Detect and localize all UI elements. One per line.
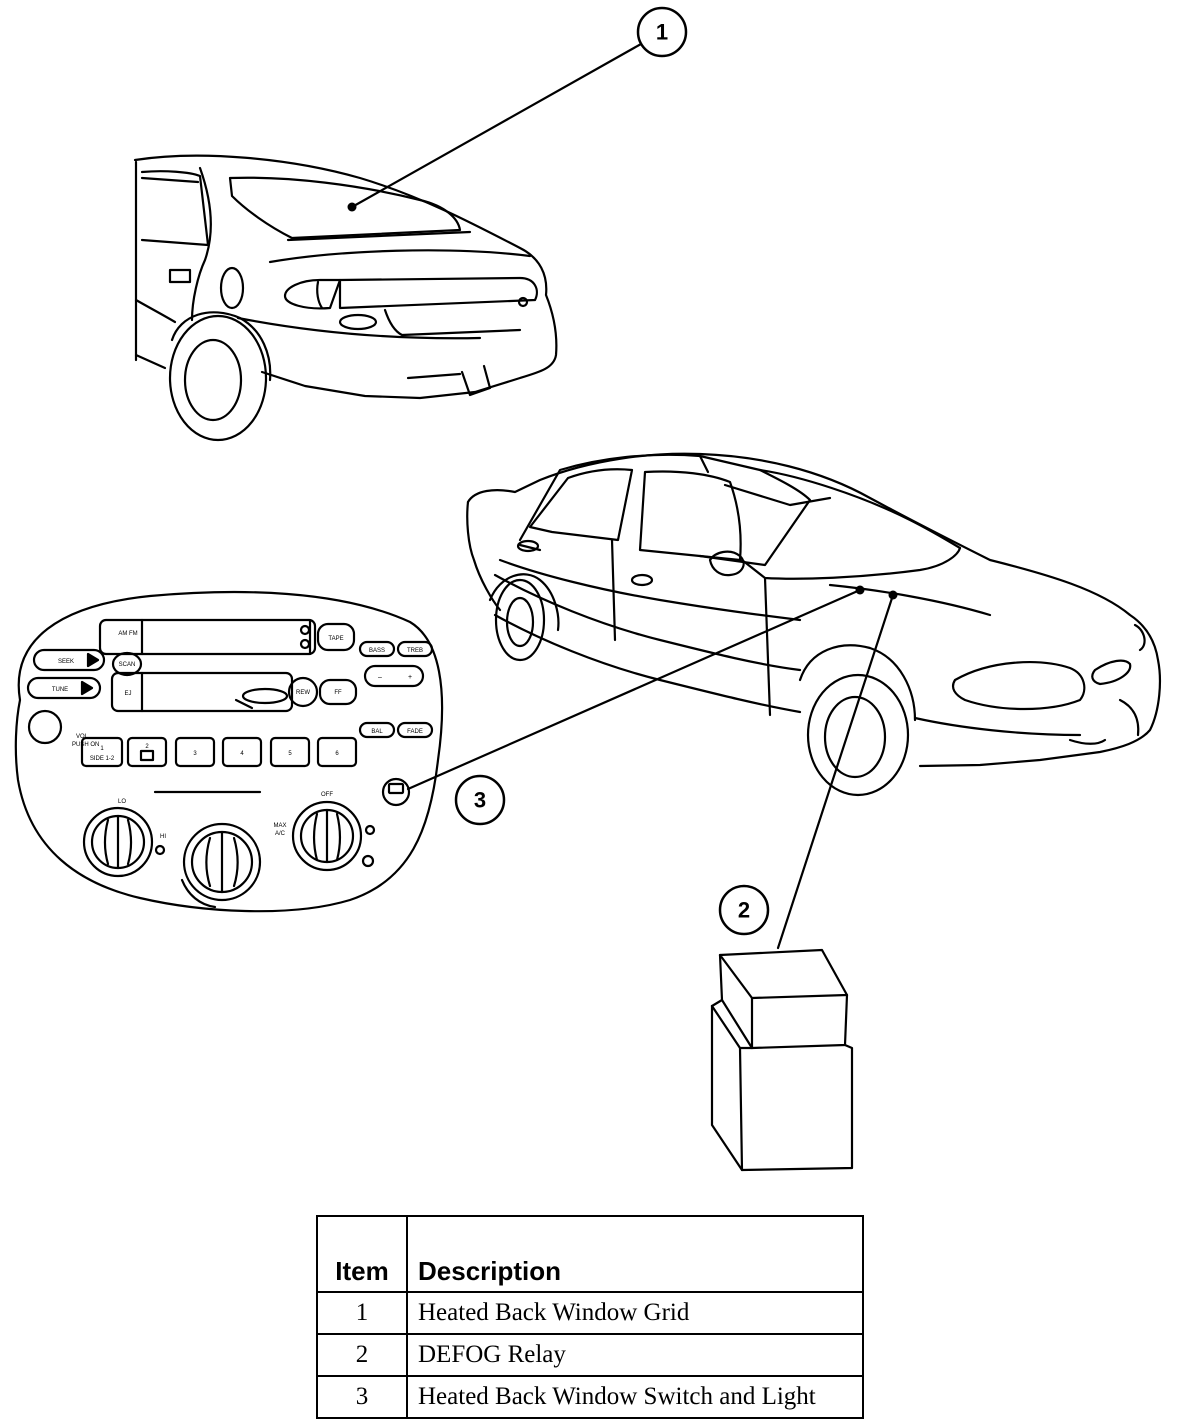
legend-item-description: DEFOG Relay <box>406 1333 864 1377</box>
leader-line-1 <box>350 42 643 209</box>
bass-label: BASS <box>369 648 385 654</box>
push-on-label: PUSH ON <box>72 742 99 748</box>
radio-and-climate-panel <box>14 590 444 913</box>
defog-relay-illustration <box>710 948 854 1172</box>
tape-label: TAPE <box>328 636 343 642</box>
leader-dot-3 <box>855 585 865 595</box>
side-label: SIDE 1-2 <box>90 756 115 762</box>
preset-5-label: 5 <box>288 751 292 757</box>
ac-label: A/C <box>275 831 286 837</box>
legend-item-number: 3 <box>316 1375 408 1419</box>
legend-item-description: Heated Back Window Switch and Light <box>406 1375 864 1419</box>
seek-label: SEEK <box>58 659 74 665</box>
preset-2-label: 2 <box>145 744 149 750</box>
preset-6-label: 6 <box>335 751 339 757</box>
preset-1-label: 1 <box>100 746 104 752</box>
legend-item-description: Heated Back Window Grid <box>406 1291 864 1335</box>
sedan-illustration <box>466 452 1162 797</box>
table-row: 2 DEFOG Relay <box>316 1333 864 1377</box>
am-fm-label: AM FM <box>118 631 137 637</box>
legend-header-row: Item Description <box>316 1215 864 1293</box>
preset-3-label: 3 <box>193 751 197 757</box>
callout-number-2: 2 <box>738 898 750 923</box>
callout-circle-3 <box>454 774 506 826</box>
rear-car-illustration <box>133 154 558 442</box>
callout-circle-2 <box>718 884 770 936</box>
bal-label: BAL <box>371 729 383 735</box>
fan-hi-label: HI <box>160 834 166 840</box>
callout-number-3: 3 <box>474 788 486 813</box>
tune-label: TUNE <box>52 687 68 693</box>
mode-off-label: OFF <box>321 792 333 798</box>
table-row: 1 Heated Back Window Grid <box>316 1291 864 1335</box>
fade-label: FADE <box>407 729 423 735</box>
leader-dot-2 <box>888 590 898 600</box>
eject-label: EJ <box>124 691 131 697</box>
fan-lo-label: LO <box>118 799 126 805</box>
callout-circle-1 <box>636 6 688 58</box>
vol-label: VOL <box>76 734 89 740</box>
leader-line-3 <box>406 588 862 791</box>
legend-header-item: Item <box>316 1215 408 1293</box>
max-label: MAX <box>273 823 286 829</box>
legend-table: Item Description 1 Heated Back Window Gr… <box>316 1215 864 1419</box>
plus-label: + <box>408 674 412 681</box>
leader-dot-1 <box>347 202 357 212</box>
rew-label: REW <box>296 690 310 696</box>
ff-label: FF <box>334 690 342 696</box>
callout-number-1: 1 <box>656 20 668 45</box>
treb-label: TREB <box>407 648 423 654</box>
legend-item-number: 1 <box>316 1291 408 1335</box>
scan-label: SCAN <box>119 662 136 668</box>
legend-item-number: 2 <box>316 1333 408 1377</box>
component-location-diagram: 1 2 3 AM FM TAPE SEEK SCAN TUNE EJ REW F… <box>14 6 1162 1172</box>
preset-4-label: 4 <box>240 751 244 757</box>
legend-header-description: Description <box>406 1215 864 1293</box>
minus-label: – <box>378 674 382 681</box>
leader-line-2 <box>776 593 895 950</box>
table-row: 3 Heated Back Window Switch and Light <box>316 1375 864 1419</box>
